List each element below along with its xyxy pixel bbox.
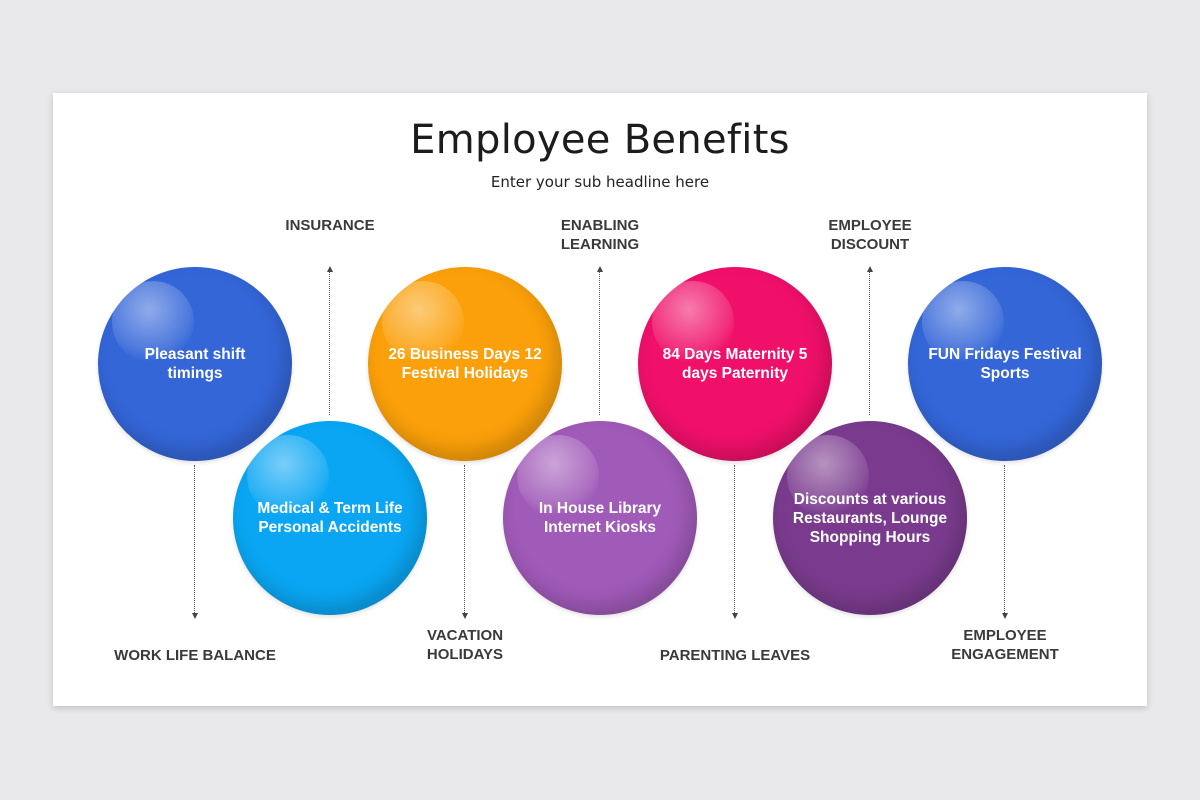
connector-work-life-balance xyxy=(194,465,195,613)
benefit-text: Pleasant shift timings xyxy=(144,346,246,382)
benefit-bubble: In House Library Internet Kiosks xyxy=(503,421,697,615)
benefit-bubble: 26 Business Days 12 Festival Holidays xyxy=(368,267,562,461)
arrow-up-icon xyxy=(327,266,333,272)
gloss-highlight xyxy=(652,281,734,363)
gloss-highlight xyxy=(517,435,599,517)
connector-employee-discount xyxy=(869,272,870,415)
connector-insurance xyxy=(329,272,330,415)
benefit-text: Discounts at various Restaurants, Lounge… xyxy=(792,490,948,546)
label-employee-engagement: EMPLOYEE ENGAGEMENT xyxy=(951,627,1059,663)
arrow-down-icon xyxy=(462,613,468,619)
benefit-text: FUN Fridays Festival Sports xyxy=(928,346,1082,382)
gloss-highlight xyxy=(112,281,194,363)
label-vacation-holidays: VACATION HOLIDAYS xyxy=(426,627,504,663)
arrow-down-icon xyxy=(732,613,738,619)
connector-employee-engagement xyxy=(1004,465,1005,613)
connector-enabling-learning xyxy=(599,272,600,415)
slide-subtitle: Enter your sub headline here xyxy=(490,173,710,191)
benefit-text: In House Library Internet Kiosks xyxy=(538,500,662,536)
gloss-highlight xyxy=(382,281,464,363)
gloss-highlight xyxy=(787,435,869,517)
slide-title: Employee Benefits xyxy=(410,117,790,163)
arrow-up-icon xyxy=(867,266,873,272)
gloss-highlight xyxy=(922,281,1004,363)
connector-vacation-holidays xyxy=(464,465,465,613)
benefit-bubble: 84 Days Maternity 5 days Paternity xyxy=(638,267,832,461)
label-parenting-leaves: PARENTING LEAVES xyxy=(659,647,811,664)
gloss-highlight xyxy=(247,435,329,517)
label-insurance: INSURANCE xyxy=(285,217,375,234)
arrow-up-icon xyxy=(597,266,603,272)
label-work-life-balance: WORK LIFE BALANCE xyxy=(114,647,276,664)
label-employee-discount: EMPLOYEE DISCOUNT xyxy=(828,217,912,253)
connector-parenting-leaves xyxy=(734,465,735,613)
benefit-bubble: Medical & Term Life Personal Accidents xyxy=(233,421,427,615)
benefit-text: 26 Business Days 12 Festival Holidays xyxy=(388,346,542,382)
arrow-down-icon xyxy=(192,613,198,619)
benefit-text: 84 Days Maternity 5 days Paternity xyxy=(662,346,808,382)
benefit-bubble: Pleasant shift timings xyxy=(98,267,292,461)
label-enabling-learning: ENABLING LEARNING xyxy=(560,217,640,253)
benefit-bubble: Discounts at various Restaurants, Lounge… xyxy=(773,421,967,615)
arrow-down-icon xyxy=(1002,613,1008,619)
benefit-text: Medical & Term Life Personal Accidents xyxy=(257,500,403,536)
benefit-bubble: FUN Fridays Festival Sports xyxy=(908,267,1102,461)
